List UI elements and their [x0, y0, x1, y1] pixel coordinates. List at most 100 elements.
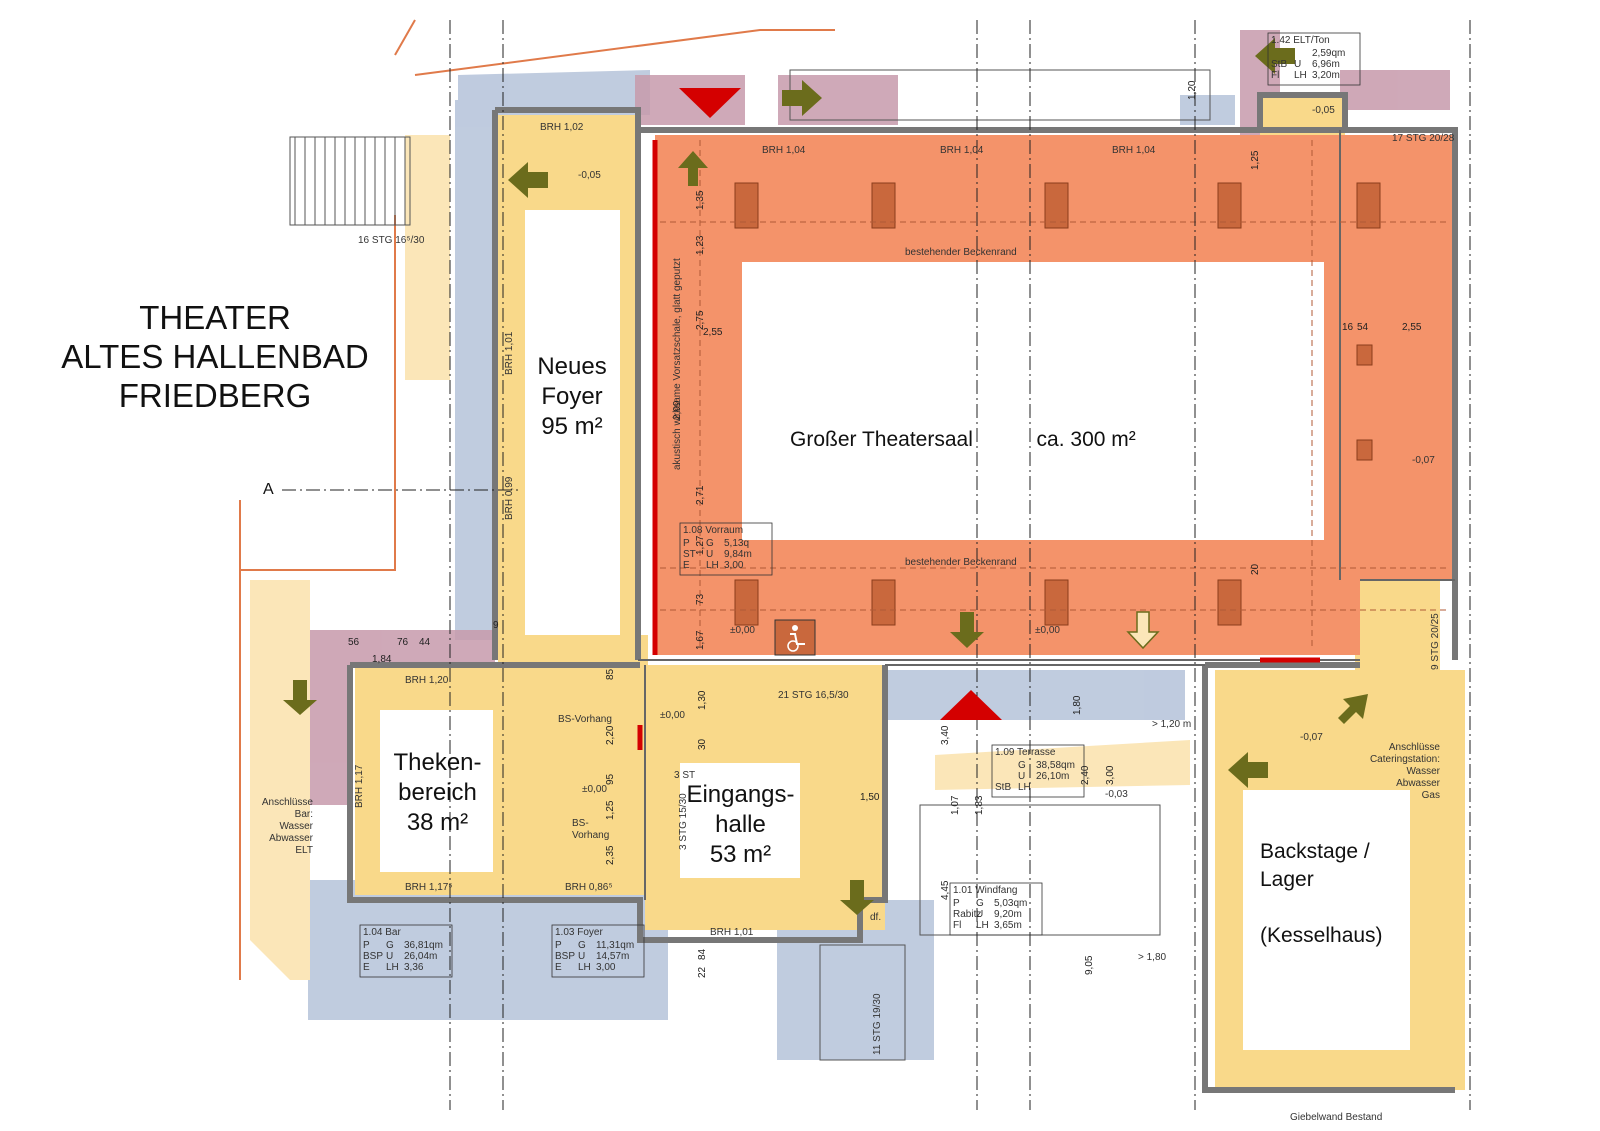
dimension-label: 1,84 [372, 654, 392, 665]
red-triangles [679, 88, 1002, 720]
room-table-cell: G [1018, 760, 1026, 771]
room-table-id: 1.04 Bar [363, 927, 401, 938]
dimension-label: 44 [419, 637, 431, 648]
anschluesse-catering: AnschlüsseCateringstation:WasserAbwasser… [1370, 742, 1441, 801]
room-table-id: 1.03 Foyer [555, 927, 603, 938]
room-backstage-line2: Lager [1260, 868, 1314, 891]
axis-lines [282, 20, 1471, 1110]
dimension-label: 85 [605, 668, 616, 680]
annotations: bestehender Beckenrand bestehender Becke… [263, 133, 1455, 1123]
room-table-cell: 3,36 [404, 962, 424, 973]
room-table-cell: G [578, 940, 586, 951]
dimension-label: 1,67 [695, 630, 706, 650]
room-table-cell: U [1294, 59, 1301, 70]
section-mark: A [263, 481, 274, 498]
brh-label: BRH 1,17 [354, 764, 365, 808]
anschluesse-catering-line: Anschlüsse [1389, 742, 1441, 753]
room-table-id: 1.09 Terrasse [995, 747, 1056, 758]
outline-arrow [1126, 611, 1160, 650]
stair-entrance-label: 21 STG 16,5/30 [778, 690, 849, 701]
room-table-cell: LH [1294, 70, 1307, 81]
dimension-label: 3,00 [1105, 765, 1116, 785]
room-table-cell: G [386, 940, 394, 951]
level-label: -0,05 [578, 170, 601, 181]
walls [347, 92, 1458, 1093]
dimension-label: 2,20 [605, 725, 616, 745]
room-theatersaal-name: Großer Theatersaal [790, 428, 973, 451]
room-neues-foyer-line2: Foyer [541, 383, 603, 410]
anschluesse-bar-line: Anschlüsse [262, 797, 314, 808]
room-table-cell: LH [706, 560, 719, 571]
brh-label: BRH 1,04 [1112, 145, 1156, 156]
dimension-label: 9 [493, 620, 499, 631]
anschluesse-catering-line: Cateringstation: [1370, 754, 1440, 765]
brh-label: BRH 1,17⁵ [405, 882, 453, 893]
dimension-label: 1,20 [1187, 80, 1198, 100]
room-table-cell: 5,13q [724, 538, 749, 549]
dimension-label: 84 [697, 948, 708, 960]
stair-left-label: 16 STG 16⁵/30 [358, 235, 425, 246]
dimension-label: 2,55 [1402, 322, 1422, 333]
dimension-label: 54 [1357, 322, 1369, 333]
room-eingangshalle-line1: Eingangs- [686, 781, 795, 808]
room-table-cell: 5,03qm [994, 898, 1027, 909]
room-table-cell: 3,20m [1312, 70, 1340, 81]
dimension-label: 2,71 [695, 485, 706, 505]
level-label: -0,07 [1412, 455, 1435, 466]
stair-side-label: 3 STG 15/30 [678, 793, 689, 850]
anschluesse-catering-line: Gas [1422, 790, 1440, 801]
room-thekenbereich-line3: 38 m² [406, 809, 469, 836]
dimension-label: 95 [605, 773, 616, 785]
room-eingangshalle: Eingangs- halle 53 m² [678, 780, 803, 870]
room-theatersaal-area: ca. 300 m² [1036, 428, 1136, 451]
anschluesse-bar-line: Abwasser [269, 833, 314, 844]
room-table-cell: G [976, 898, 984, 909]
room-neues-foyer: Neues Foyer 95 m² [527, 352, 617, 442]
anschluesse-catering-line: Wasser [1406, 766, 1440, 777]
brh-label: BRH 1,20 [405, 675, 449, 686]
room-table-cell: P [555, 940, 562, 951]
level-label: ±0,00 [582, 784, 607, 795]
dimension-label: 2,55 [703, 327, 723, 338]
outdoor-zones [308, 70, 1260, 1060]
brh-label: BRH 1,02 [540, 122, 584, 133]
dimension-label: 73 [695, 593, 706, 605]
dimension-label: 1,50 [860, 792, 880, 803]
room-table-cell: 3,65m [994, 920, 1022, 931]
dimension-label: 3,40 [940, 725, 951, 745]
room-table-cell: U [578, 951, 585, 962]
dimension-label: 56 [348, 637, 360, 648]
room-theatersaal: Großer Theatersaal ca. 300 m² [790, 428, 1310, 452]
room-table-cell: 38,58qm [1036, 760, 1075, 771]
anschluesse-catering-line: Abwasser [1396, 778, 1441, 789]
dimension-label: 2,75 [695, 310, 706, 330]
room-table-id: 1.01 Windfang [953, 885, 1018, 896]
dimension-label: 16 [1342, 322, 1354, 333]
theater-title: THEATER ALTES HALLENBAD FRIEDBERG [40, 298, 390, 415]
dashed-grid [660, 140, 1450, 650]
wc-mark: df. [870, 912, 881, 923]
level-label: -0,07 [1300, 732, 1323, 743]
room-backstage-line3: (Kesselhaus) [1260, 924, 1383, 947]
dimension-label: 1,30 [697, 690, 708, 710]
brh-label: BRH 0,86⁵ [565, 882, 613, 893]
giebelwand-label: Giebelwand Bestand [1290, 1112, 1382, 1123]
dimension-label: 20 [1250, 563, 1261, 575]
room-table-id: 1.08 Vorraum [683, 525, 743, 536]
dimension-label: 2,35 [605, 845, 616, 865]
level-label: ±0,00 [730, 625, 755, 636]
room-table-cell: E [555, 962, 562, 973]
stairs [289, 69, 1211, 1061]
dimension-label: 2,99 [672, 400, 683, 420]
room-backstage-line1: Backstage / [1260, 840, 1370, 863]
dimension-label: 1,25 [1250, 150, 1261, 170]
room-table-cell: LH [976, 920, 989, 931]
pillars [734, 182, 1381, 626]
stair-bottom-label: 11 STG 19/30 [872, 993, 883, 1055]
